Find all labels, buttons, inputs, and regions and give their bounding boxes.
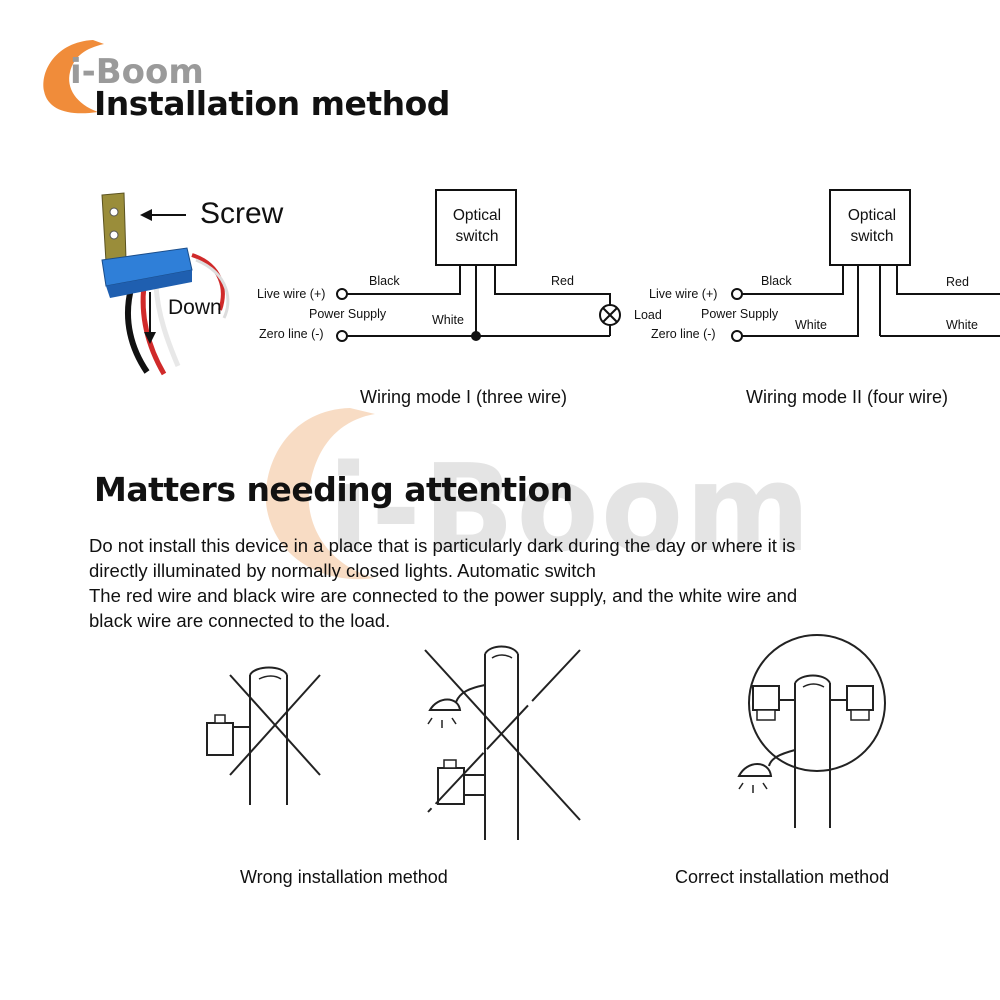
mode1-box-label-line1: Optical [452, 207, 502, 224]
mode2-zero-line-label: Zero line (-) [651, 327, 716, 341]
wrong-installation-illustration-1 [206, 666, 321, 805]
correct-installation-illustration [737, 634, 886, 828]
mode2-caption: Wiring mode II (four wire) [746, 387, 949, 407]
mode2-live-wire-label: Live wire (+) [649, 287, 718, 301]
note-line-2: directly illuminated by normally closed … [89, 560, 596, 581]
logo-crescent [43, 40, 104, 114]
wiring-diagram-mode-2 [731, 189, 1000, 342]
screw-label: Screw [200, 197, 284, 230]
mode1-red-label: Red [551, 274, 574, 288]
mode2-power-supply-label: Power Supply [701, 307, 779, 321]
mode1-live-wire-label: Live wire (+) [257, 287, 326, 301]
mode2-box-label-line2: switch [850, 228, 894, 245]
logo-text: i-Boom [70, 52, 204, 92]
mode2-white-label-2: White [946, 318, 978, 332]
mode1-white-label: White [432, 313, 464, 327]
note-line-3: The red wire and black wire are connecte… [89, 585, 798, 606]
mode2-white-label-1: White [795, 318, 827, 332]
watermark-crescent [265, 408, 375, 580]
mode1-caption: Wiring mode I (three wire) [360, 387, 568, 407]
mode1-load-label: Load [634, 308, 662, 322]
screw-arrow-icon [140, 209, 186, 221]
wiring-diagram-mode-1 [336, 189, 621, 342]
wrong-installation-illustration-2 [424, 645, 581, 840]
heading-installation-method: Installation method [94, 84, 450, 123]
heading-matters-needing-attention: Matters needing attention [94, 470, 573, 509]
mode2-black-label: Black [761, 274, 792, 288]
note-line-1: Do not install this device in a place th… [89, 535, 796, 556]
watermark-text: i-Boom [328, 440, 813, 579]
wrong-installation-caption: Wrong installation method [240, 867, 448, 887]
correct-installation-caption: Correct installation method [675, 867, 890, 887]
down-label: Down [168, 296, 222, 319]
mode1-box-label-line2: switch [455, 228, 499, 245]
down-arrow-icon [144, 292, 156, 344]
mode2-box-label-line1: Optical [847, 207, 897, 224]
mode2-red-label: Red [946, 275, 969, 289]
mode1-black-label: Black [369, 274, 400, 288]
note-line-4: black wire are connected to the load. [89, 610, 391, 631]
optical-switch-box [829, 189, 911, 266]
mode1-zero-line-label: Zero line (-) [259, 327, 324, 341]
photocell-device-illustration [101, 192, 230, 376]
mode1-power-supply-label: Power Supply [309, 307, 387, 321]
